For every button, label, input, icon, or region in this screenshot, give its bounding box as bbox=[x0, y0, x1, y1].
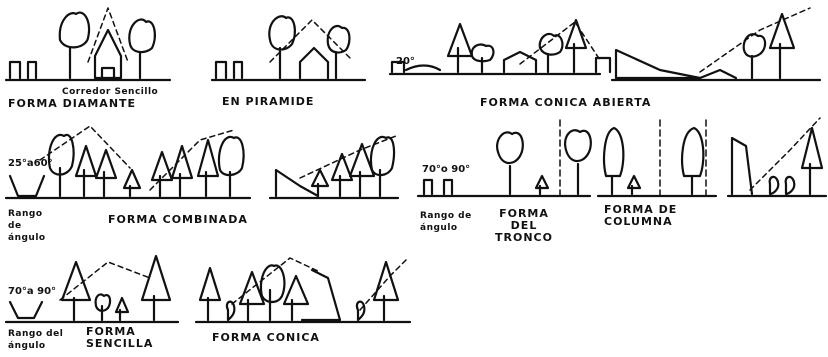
panel-tronco bbox=[418, 120, 591, 196]
panel-conica-abierta-left bbox=[390, 20, 610, 74]
forma-diamante-label: FORMA DIAMANTE bbox=[8, 97, 137, 110]
forma-conica-label: FORMA CONICA bbox=[212, 331, 320, 344]
angle-range-70-90-c: 70°a 90° bbox=[8, 286, 57, 297]
rango-de-angulo-a: Rango de ángulo bbox=[8, 209, 46, 243]
forma-combinada-label: FORMA COMBINADA bbox=[108, 213, 248, 226]
forma-sencilla-label: FORMA SENCILLA bbox=[86, 325, 154, 350]
corredor-sencillo-caption: Corredor Sencillo bbox=[62, 87, 159, 97]
rango-de-angulo-b: Rango de ángulo bbox=[420, 211, 472, 233]
panel-piramide bbox=[212, 16, 365, 80]
angle-range-25-60: 25°a60° bbox=[8, 158, 53, 169]
panel-conica bbox=[196, 258, 410, 322]
panel-sencilla bbox=[6, 256, 178, 322]
forma-del-tronco-label: FORMA DEL TRONCO bbox=[495, 207, 553, 244]
panel-columna bbox=[598, 120, 716, 196]
panel-columna-right bbox=[728, 118, 826, 196]
panel-combinada-right bbox=[270, 136, 398, 198]
forma-de-columna-label: FORMA DE COLUMNA bbox=[604, 203, 678, 228]
panel-diamante bbox=[6, 8, 170, 80]
rango-del-angulo-c: Rango del ángulo bbox=[8, 329, 64, 351]
angle-range-70-90-b: 70°o 90° bbox=[422, 164, 471, 175]
panel-combinada-left bbox=[6, 126, 250, 198]
panel-conica-abierta-right bbox=[612, 8, 820, 80]
forma-conica-abierta-label: FORMA CONICA ABIERTA bbox=[480, 96, 652, 109]
en-piramide-label: EN PIRAMIDE bbox=[222, 95, 315, 108]
angle-20-label: 20° bbox=[396, 56, 415, 67]
